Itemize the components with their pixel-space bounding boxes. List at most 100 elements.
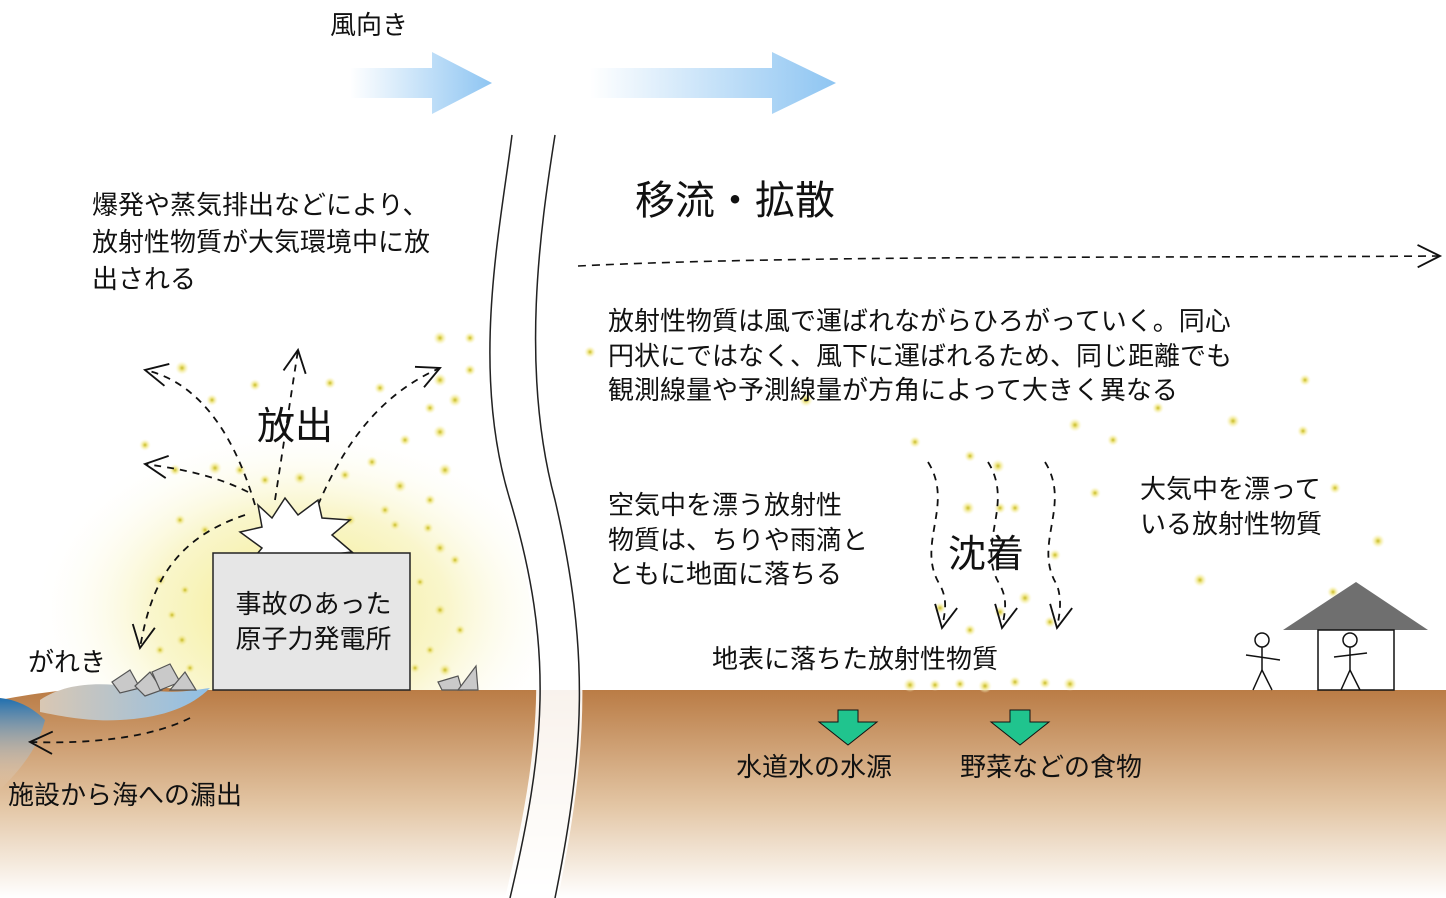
particle-dot (438, 463, 452, 477)
particle-dot (994, 502, 1006, 514)
particle-dot (1107, 434, 1119, 446)
particle-dot (433, 425, 447, 439)
particle-dot (1089, 487, 1101, 499)
particle-dot (424, 494, 436, 506)
particle-dot (166, 609, 178, 621)
sea-leak-arrow (27, 717, 191, 755)
particle-dot (379, 504, 391, 516)
particle-dot (1009, 676, 1021, 688)
particle-dot (991, 459, 1005, 473)
particle-dot (389, 519, 401, 531)
particle-dot (464, 364, 476, 376)
particle-dot (978, 679, 992, 693)
sea (0, 698, 45, 790)
particle-dot (961, 501, 975, 515)
particle-dot (449, 554, 461, 566)
deposition-arrows (927, 461, 1073, 631)
particle-dot (424, 644, 436, 656)
particle-dot (438, 663, 452, 677)
particle-dot (414, 576, 426, 588)
particle-dot (448, 393, 462, 407)
advection-diffusion-title: 移流・拡散 (635, 178, 835, 224)
particle-dot (464, 332, 476, 344)
space-break-divider (486, 134, 583, 898)
particle-dot (374, 382, 386, 394)
house-icon (1283, 582, 1428, 691)
person-icon (1333, 632, 1368, 691)
particle-dot (1039, 677, 1051, 689)
particle-dot (1371, 534, 1385, 548)
particle-dot (433, 331, 447, 345)
particle-dot (208, 461, 222, 475)
particle-dot (433, 373, 447, 387)
particle-dot (1152, 402, 1164, 414)
particle-dot (175, 633, 189, 647)
particle-dot (1327, 586, 1339, 598)
plant-building (212, 552, 411, 691)
particle-dot (1018, 591, 1032, 605)
particle-dot (234, 464, 246, 476)
food-label: 野菜などの食物 (960, 753, 1143, 783)
particle-dot (153, 573, 167, 587)
release-arrows (131, 347, 442, 651)
particle-dot (1068, 418, 1082, 432)
down-arrow-icon (817, 709, 879, 746)
particle-dot (154, 644, 166, 656)
particle-dot (324, 377, 336, 389)
particle-dot (1049, 549, 1061, 561)
sea-leak-stream (40, 684, 210, 721)
release-description-text: 爆発や蒸気排出などにより、放射性物質が大気環境中に放出される (92, 191, 431, 295)
particle-dot (1329, 482, 1341, 494)
release-label: 放出 (257, 404, 334, 448)
down-arrow-icon (989, 709, 1051, 746)
particle-dot (903, 678, 917, 692)
advection-arrow (577, 244, 1443, 269)
particle-dot (249, 379, 261, 391)
particle-dot (929, 679, 941, 691)
particle-dot (175, 361, 189, 375)
particle-dot (964, 450, 976, 462)
ground (0, 687, 1446, 898)
particle-dot (433, 541, 447, 555)
particle-dot (1193, 573, 1207, 587)
particle-dot (584, 346, 596, 358)
particle-dot (1297, 425, 1309, 437)
particle-dot (409, 662, 421, 674)
particle-dot (454, 624, 466, 636)
wind-arrow-icon (350, 52, 492, 114)
particle-dot (393, 479, 407, 493)
wind-arrow-icon (590, 52, 836, 114)
surface-deposit-label: 地表に落ちた放射性物質 (712, 645, 999, 675)
particle-dot (174, 514, 186, 526)
particle-dot (366, 456, 378, 468)
particle-dot (433, 603, 447, 617)
particle-dot (1299, 374, 1311, 386)
particle-dot (424, 402, 436, 414)
particle-dot (1226, 414, 1240, 428)
particle-dot (184, 662, 196, 674)
particle-dot (934, 602, 946, 614)
deposition-label: 沈着 (948, 532, 1025, 576)
debris-icon (111, 663, 479, 697)
particle-dot (339, 469, 351, 481)
particle-dot (1063, 677, 1077, 691)
person-icon (1245, 632, 1281, 691)
particle-dot (399, 434, 411, 446)
particle-dot (169, 464, 181, 476)
debris-label: がれき (28, 648, 107, 678)
particle-dot (909, 436, 921, 448)
particle-dot (259, 474, 271, 486)
particle-dot (206, 394, 218, 406)
particle-dot (1009, 502, 1021, 514)
particle-dot (964, 624, 976, 636)
particle-dot (1044, 616, 1056, 628)
airborne-material-label: 大気中を漂って いる放射性物質 (1140, 475, 1323, 540)
particle-dot (199, 524, 211, 536)
deposition-description-text: 空気中を漂う放射性 物質は、ちりや雨滴と ともに地面に落ちる (608, 491, 869, 591)
particle-dot (799, 393, 813, 407)
sea-leak-label: 施設から海への漏出 (8, 781, 243, 811)
particle-dot (179, 584, 191, 596)
wind-direction-label: 風向き (330, 11, 409, 41)
particle-dot (954, 678, 966, 690)
